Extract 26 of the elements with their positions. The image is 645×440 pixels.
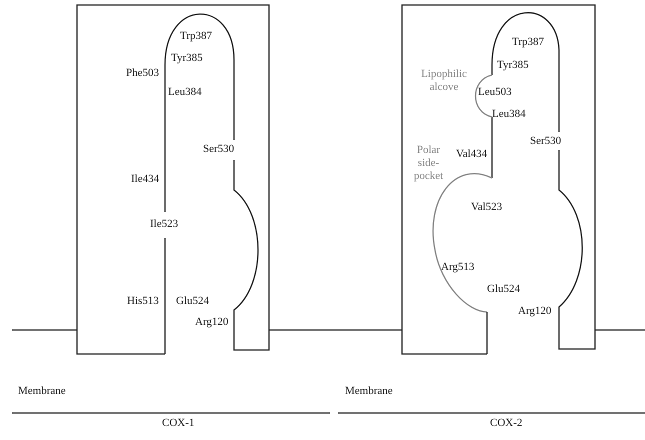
- residue-label: Arg120: [195, 316, 228, 329]
- residue-label: Phe503: [126, 67, 159, 80]
- residue-label: Leu384: [492, 108, 526, 121]
- residue-label: Leu503: [478, 86, 512, 99]
- residue-label: Ser530: [530, 135, 562, 148]
- membrane-label: Membrane: [18, 385, 66, 398]
- residue-label: Trp387: [512, 36, 544, 49]
- residue-label: His513: [127, 295, 159, 308]
- residue-label: Trp387: [180, 30, 212, 43]
- panel-caption: COX-2: [490, 417, 522, 430]
- region-label: Polar side-pocket: [412, 144, 444, 183]
- residue-label: Tyr385: [497, 59, 529, 72]
- residue-label: Ser530: [203, 143, 234, 156]
- residue-label: Val434: [456, 148, 488, 161]
- residue-label: Ile523: [150, 218, 178, 231]
- residue-label: Glu524: [176, 295, 209, 308]
- residue-label: Tyr385: [171, 52, 203, 65]
- residue-label: Val523: [471, 201, 502, 214]
- residue-label: Leu384: [168, 86, 202, 99]
- residue-label: Arg120: [518, 305, 552, 318]
- panel-caption: COX-1: [162, 417, 194, 430]
- residue-label: Ile434: [131, 173, 160, 186]
- region-label: Lipophilic alcove: [420, 68, 468, 94]
- membrane-label: Membrane: [345, 385, 393, 398]
- residue-label: Glu524: [487, 283, 520, 296]
- residue-label: Arg513: [441, 261, 474, 274]
